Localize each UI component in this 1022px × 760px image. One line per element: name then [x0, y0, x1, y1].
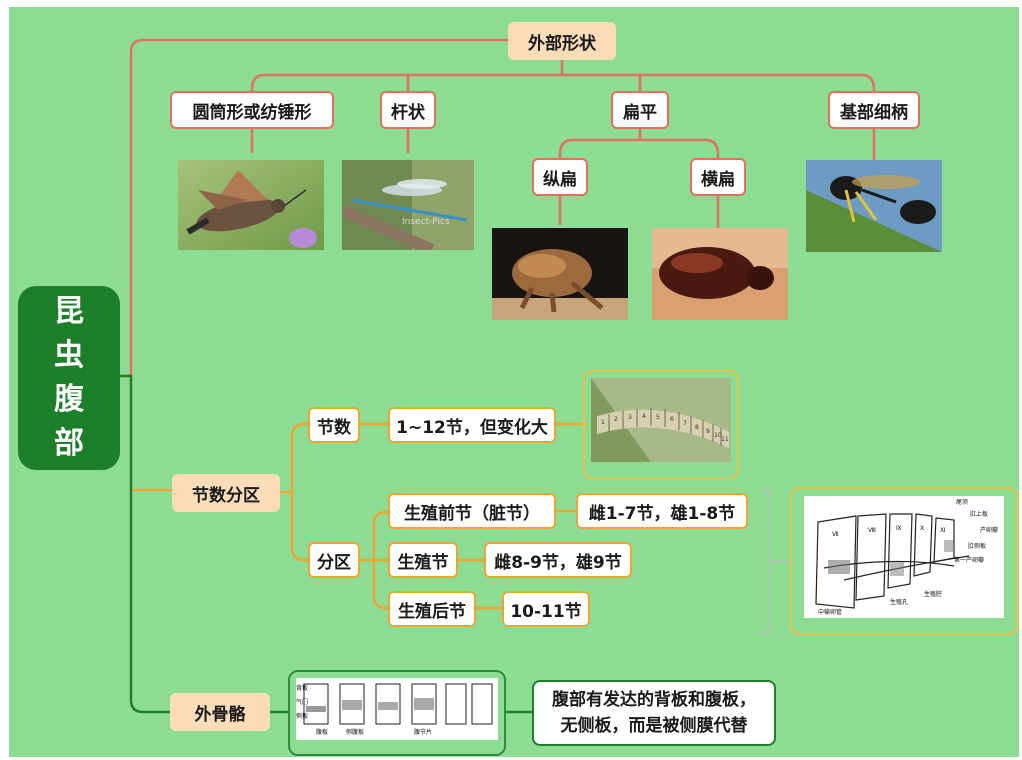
root-char: 虫	[54, 338, 84, 373]
exo-diagram-label: 侧腹板	[346, 728, 364, 736]
segment-number: 11	[721, 436, 729, 443]
diagram-callout: 生殖腔	[924, 590, 942, 598]
node-genital-detail: 雌8-9节，雄9节	[484, 542, 632, 578]
shape-connectors	[118, 38, 876, 378]
exo-diagram-label: 背板	[296, 684, 308, 692]
node-segment-count: 节数	[308, 407, 360, 443]
diagram-callout: 产卵瓣	[980, 526, 998, 534]
abdomen-segments-photo: 1 2 3 4 5 6 7 8 9 10 11	[591, 378, 731, 462]
node-division: 分区	[308, 542, 360, 578]
node-lateral-flat: 纵扁	[532, 158, 588, 196]
region-bracket	[762, 489, 790, 633]
diagram-callout: 肛侧板	[968, 542, 986, 550]
exo-desc-line-2: 无侧板，而是被侧膜代替	[560, 716, 748, 736]
hawkmoth-photo	[178, 160, 324, 250]
diagram-callout: 生殖孔	[890, 598, 908, 606]
genital-segments-diagram: Ⅶ Ⅷ Ⅸ Ⅹ Ⅺ 尾须 肛上板 肛侧板 产卵瓣 生殖孔 生殖腔 中输卵管 第一…	[804, 496, 1004, 618]
segment-number: 7	[683, 420, 687, 427]
exoskeleton-diagram-frame	[288, 670, 506, 756]
wasp-photo	[806, 160, 942, 252]
segment-number: 10	[714, 432, 722, 439]
diagram-roman: Ⅸ	[896, 525, 902, 532]
exo-connectors	[118, 374, 534, 714]
exo-diagram-label: 腹节片	[414, 728, 432, 736]
exo-diagram-label: 腹板	[316, 728, 328, 736]
segment-number: 2	[614, 416, 618, 423]
node-postgenital-detail: 10-11节	[502, 591, 590, 627]
root-char: 昆	[54, 294, 84, 329]
damselfly-photo: Insect-Pics	[342, 160, 474, 250]
segment-number: 5	[656, 414, 660, 421]
node-postgenital: 生殖后节	[388, 591, 476, 627]
exoskeleton-diagram: 背板 气门 侧板 腹板 侧腹板 腹节片	[296, 678, 498, 740]
mindmap-canvas	[9, 7, 1019, 757]
node-segment-count-value: 1~12节，但变化大	[388, 407, 556, 443]
node-pregenital: 生殖前节（脏节）	[388, 493, 556, 529]
exo-desc-line-1: 腹部有发达的背板和腹板，	[552, 690, 756, 710]
root-char: 腹	[54, 382, 84, 417]
node-rod: 杆状	[380, 91, 436, 129]
root-node-insect-abdomen: 昆 虫 腹 部	[18, 286, 120, 470]
diagram-roman: Ⅹ	[920, 525, 924, 532]
root-char: 部	[54, 426, 84, 461]
diagram-callout: 肛上板	[970, 510, 988, 518]
diagram-roman: Ⅶ	[832, 531, 839, 538]
node-dorsoventral-flat: 横扁	[690, 158, 746, 196]
node-pregenital-detail: 雌1-7节，雄1-8节	[576, 493, 748, 529]
diagram-callout: 中输卵管	[818, 608, 842, 616]
segment-number: 1	[601, 419, 605, 426]
photo-watermark: Insect-Pics	[402, 217, 450, 227]
segment-number: 6	[670, 416, 674, 423]
segment-number: 8	[695, 424, 699, 431]
diagram-callout: 尾须	[956, 498, 968, 506]
node-genital: 生殖节	[388, 542, 458, 578]
segment-number: 4	[642, 413, 646, 420]
diagram-roman: Ⅷ	[868, 527, 876, 534]
node-exoskeleton: 外骨骼	[170, 693, 270, 731]
node-cylinder-spindle: 圆筒形或纺锤形	[170, 91, 334, 129]
node-flat: 扁平	[611, 91, 669, 129]
node-segments-division: 节数分区	[172, 474, 280, 512]
genital-diagram-frame	[790, 487, 1018, 635]
abdomen-photo-frame	[583, 370, 739, 480]
node-stalked-base: 基部细柄	[828, 91, 920, 129]
diagram-roman: Ⅺ	[940, 527, 946, 534]
exo-diagram-label: 气门	[296, 698, 308, 706]
node-external-shape: 外部形状	[508, 22, 616, 60]
segment-number: 3	[628, 414, 632, 421]
node-exoskeleton-description: 腹部有发达的背板和腹板， 无侧板，而是被侧膜代替	[532, 680, 776, 746]
segment-number: 9	[706, 428, 710, 435]
diagram-callout: 第一产卵瓣	[954, 556, 984, 564]
exo-diagram-label: 侧板	[296, 712, 308, 720]
bedbug-photo	[652, 228, 788, 320]
flea-photo	[492, 228, 628, 320]
